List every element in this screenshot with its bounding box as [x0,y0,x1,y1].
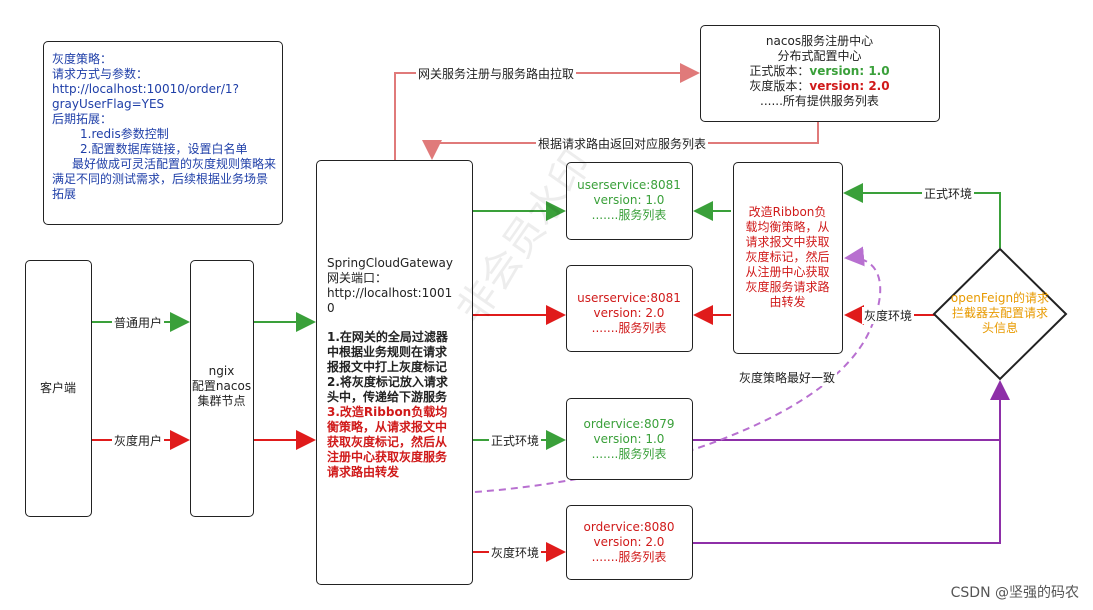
arrow-order1-feign [693,380,1010,441]
userservice-v1-box: userservice:8081 version: 1.0 .......服务列… [566,162,693,240]
normal-user-label: 普通用户 [112,314,165,331]
service-version: version: 2.0 [593,306,665,320]
note-line: 拓展 [52,187,77,201]
step-line: 中根据业务规则在请求 [327,345,448,359]
service-name: ordervice:8079 [583,417,675,431]
gateway-line: http://localhost:1001 [327,286,453,300]
gray-env-label: 灰度环境 [862,307,915,324]
nacos-prod-version: version: 1.0 [809,64,890,78]
note-line: 1.redis参数控制 [80,127,169,141]
arrow-feign-ribbon-green [843,183,1001,248]
gateway-line: 0 [327,301,335,315]
client-box: 客户端 [25,260,92,517]
userservice-v2-box: userservice:8081 version: 2.0 .......服务列… [566,265,693,352]
ribbon-box: 改造Ribbon负 载均衡策略，从 请求报文中获取 灰度标记，然后 从注册中心获… [733,162,843,354]
feign-diamond [932,247,1068,381]
service-list: .......服务列表 [591,550,667,564]
prod-env-label: 正式环境 [922,185,975,202]
service-list: .......服务列表 [591,447,667,461]
service-list: .......服务列表 [591,321,667,335]
service-list: .......服务列表 [591,208,667,222]
arrow-gw-nacos [394,63,700,160]
service-version: version: 1.0 [593,432,665,446]
step-line: 衡策略，从请求报文中 [327,420,448,434]
step-line: 注册中心获取灰度服务 [327,450,448,464]
feign-line: 头信息 [981,321,1018,335]
feign-line: 拦截器去配置请求 [951,306,1048,320]
strategy-same-label: 灰度策略最好一致 [737,369,838,386]
nginx-line: ngix [208,364,235,378]
gateway-step1: 1.在网关的全局过滤器 中根据业务规则在请求 报报文中打上灰度标记 2.将灰度标… [327,330,470,405]
nacos-title: nacos服务注册中心 [765,34,874,48]
gateway-name: SpringCloudGateway [327,256,454,270]
note-line: http://localhost:10010/order/1? [52,82,239,96]
service-version: version: 2.0 [593,535,665,549]
ribbon-line: 由转发 [769,295,806,309]
csdn-signature: CSDN @坚强的码农 [950,585,1079,601]
nacos-box: nacos服务注册中心 分布式配置中心 正式版本：version: 1.0 灰度… [700,25,940,122]
arrow-order2-feign [693,440,1001,544]
nginx-line: 配置nacos [191,379,252,393]
nacos-gray-version: version: 2.0 [809,79,890,93]
service-name: userservice:8081 [577,291,681,305]
nacos-prod-label: 正式版本： [749,64,810,78]
service-name: ordervice:8080 [583,520,675,534]
gateway-step3: 3.改造Ribbon负载均 衡策略，从请求报文中 获取灰度标记，然后从 注册中心… [327,405,470,480]
note-line: 请求方式与参数： [52,67,149,81]
note-line: grayUserFlag=YES [52,97,165,111]
strategy-note: 灰度策略： 请求方式与参数： http://localhost:10010/or… [43,41,283,225]
ribbon-line: 改造Ribbon负 [748,205,827,219]
step-line: 报报文中打上灰度标记 [327,360,448,374]
prod-env-order-label: 正式环境 [489,432,542,449]
ribbon-line: 请求报文中获取 [745,235,830,249]
note-title: 灰度策略： [52,52,113,66]
client-label: 客户端 [39,381,76,395]
return-list-label: 根据请求路由返回对应服务列表 [536,135,709,152]
note-line: 后期拓展： [52,112,113,126]
gateway-box: SpringCloudGateway 网关端口： http://localhos… [316,160,473,585]
note-line: 最好做成可灵活配置的灰度规则策略来 [72,157,277,171]
ribbon-line: 灰度标记，然后 [745,250,830,264]
gray-user-label: 灰度用户 [112,432,165,449]
service-version: version: 1.0 [593,193,665,207]
step-line: 获取灰度标记，然后从 [327,435,448,449]
nacos-line: 分布式配置中心 [777,49,862,63]
nacos-line: ......所有提供服务列表 [760,94,879,108]
nacos-gray-label: 灰度版本： [749,79,810,93]
service-name: userservice:8081 [577,178,681,192]
step-line: 2.将灰度标记放入请求 [327,375,448,389]
note-line: 满足不同的测试需求，后续根据业务场景 [52,172,269,186]
nginx-box: ngix 配置nacos 集群节点 [190,260,254,517]
nginx-line: 集群节点 [197,394,246,408]
ribbon-line: 载均衡策略，从 [745,220,830,234]
orderservice-v1-box: ordervice:8079 version: 1.0 .......服务列表 [566,398,693,480]
feign-line: openFeign的请求 [950,291,1050,305]
feign-text: openFeign的请求 拦截器去配置请求 头信息 [940,291,1060,336]
step-line: 3.改造Ribbon负载均 [327,405,448,419]
step-line: 1.在网关的全局过滤器 [327,330,448,344]
ribbon-line: 从注册中心获取 [745,265,830,279]
step-line: 头中，传递给下游服务 [327,390,448,404]
step-line: 请求路由转发 [327,465,400,479]
gateway-line: 网关端口： [327,271,388,285]
register-pull-label: 网关服务注册与服务路由拉取 [416,65,577,82]
gray-env-order-label: 灰度环境 [489,544,542,561]
note-line: 2.配置数据库链接，设置白名单 [80,142,248,156]
ribbon-line: 灰度服务请求路 [745,280,830,294]
orderservice-v2-box: ordervice:8080 version: 2.0 .......服务列表 [566,505,693,580]
